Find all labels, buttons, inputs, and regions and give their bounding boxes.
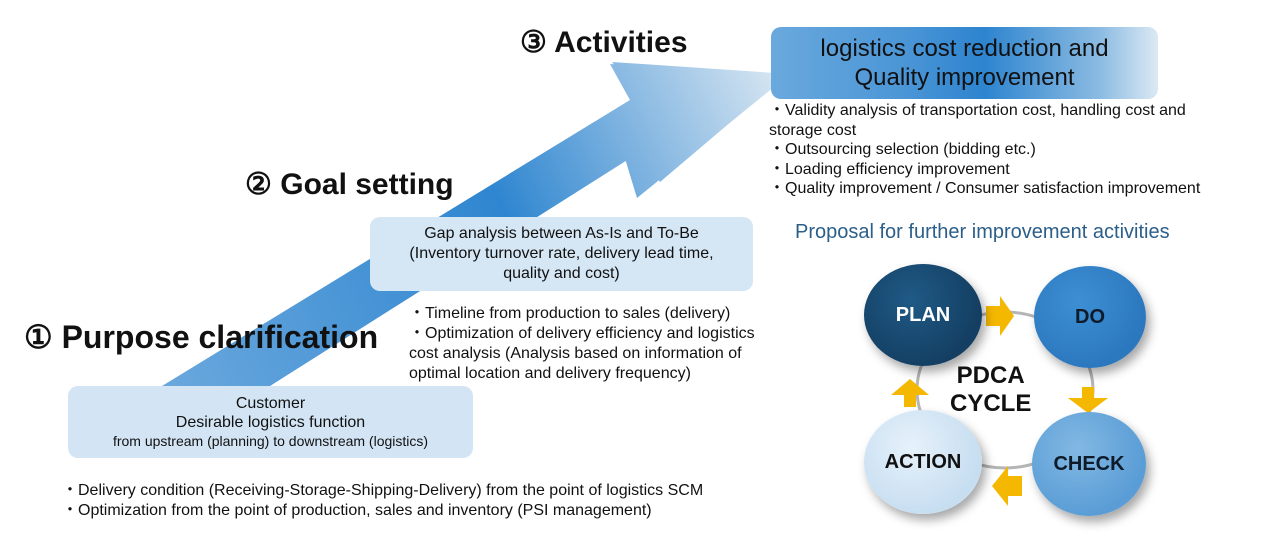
pdca-check: CHECK: [1032, 412, 1146, 516]
arrow-down-icon: [1068, 387, 1108, 413]
gap-line-3: quality and cost): [503, 265, 620, 282]
goal-line-1: logistics cost reduction and: [820, 35, 1109, 62]
step2-bullets: ・Timeline from production to sales (deli…: [409, 304, 755, 384]
gap-line-1: Gap analysis between As-Is and To-Be: [424, 225, 699, 242]
step3-title: ③ Activities: [520, 26, 688, 59]
arrow-left-icon: [992, 466, 1022, 506]
bullet-item: ・Optimization of delivery efficiency and…: [409, 325, 755, 342]
step3-bullets: ・Validity analysis of transportation cos…: [769, 101, 1200, 199]
bullet-item: ・Outsourcing selection (bidding etc.): [769, 141, 1036, 158]
desirable-function-label: Desirable logistics function: [175, 414, 366, 431]
pdca-cycle-label: PDCA CYCLE: [950, 362, 1031, 418]
bullet-item: cost analysis (Analysis based on informa…: [409, 345, 742, 362]
bullet-item: ・Optimization from the point of producti…: [62, 502, 652, 519]
bullet-item: ・Loading efficiency improvement: [769, 160, 1010, 178]
arrow-right-icon: [986, 296, 1014, 336]
step1-bullets: ・Delivery condition (Receiving-Storage-S…: [62, 481, 703, 521]
cost-quality-box: logistics cost reduction and Quality imp…: [771, 27, 1158, 99]
pdca-do: DO: [1034, 266, 1146, 368]
goal-line-2: Quality improvement: [854, 64, 1075, 91]
proposal-heading: Proposal for further improvement activit…: [795, 221, 1170, 243]
upstream-downstream-label: from upstream (planning) to downstream (…: [112, 433, 429, 449]
step1-title: ① Purpose clarification: [24, 319, 379, 355]
step2-title: ② Goal setting: [245, 168, 454, 201]
bullet-item: optimal location and delivery frequency): [409, 365, 691, 382]
pdca-label-line2: CYCLE: [950, 390, 1032, 417]
pdca-plan: PLAN: [864, 264, 982, 366]
bullet-item: ・Timeline from production to sales (deli…: [409, 305, 731, 322]
pdca-action: ACTION: [864, 410, 982, 514]
gap-analysis-box: Gap analysis between As-Is and To-Be (In…: [370, 217, 753, 291]
gap-line-2: (Inventory turnover rate, delivery lead …: [409, 245, 714, 262]
bullet-item: storage cost: [769, 121, 857, 139]
bullet-item: ・Delivery condition (Receiving-Storage-S…: [62, 482, 704, 499]
customer-box: Customer Desirable logistics function fr…: [68, 386, 473, 458]
bullet-item: ・Quality improvement / Consumer satisfac…: [769, 180, 1201, 197]
customer-label: Customer: [235, 395, 306, 412]
pdca-label-line1: PDCA: [956, 362, 1025, 389]
bullet-item: ・Validity analysis of transportation cos…: [769, 102, 1186, 119]
arrow-up-icon: [891, 379, 929, 407]
